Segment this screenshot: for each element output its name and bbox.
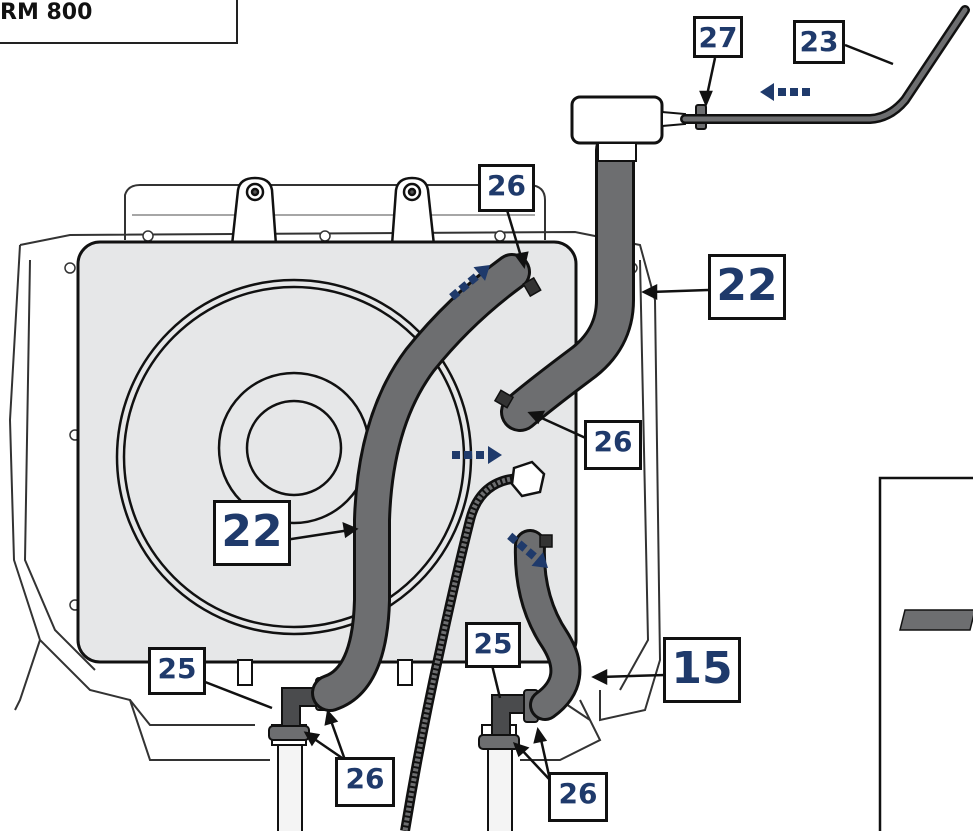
- callout-26-bottom-left: 26: [335, 757, 395, 807]
- flow-arrows: [449, 83, 810, 568]
- model-label-box: RM 800: [0, 0, 238, 44]
- flow-arrow-top: [760, 83, 810, 101]
- flow-arrow-lower: [507, 532, 548, 568]
- callout-15: 15: [663, 637, 741, 703]
- callout-22-left: 22: [213, 500, 291, 566]
- flow-arrow-middle: [452, 446, 502, 464]
- callout-26-bottom-right: 26: [548, 772, 608, 822]
- flow-arrow-upper-left: [449, 265, 490, 301]
- callout-27: 27: [693, 16, 743, 58]
- housing-frame: [8, 184, 662, 761]
- callout-26-top: 26: [478, 164, 535, 212]
- callout-26-mid: 26: [584, 420, 642, 470]
- callout-25-right: 25: [465, 622, 521, 668]
- callout-23: 23: [793, 20, 845, 64]
- feet: [237, 659, 413, 686]
- callout-25-left: 25: [148, 647, 206, 695]
- leader-lines: [199, 43, 894, 781]
- rear-panel: [76, 240, 578, 664]
- model-label: RM 800: [0, 0, 93, 25]
- callout-22-right: 22: [708, 254, 786, 320]
- hinge-lugs: [230, 176, 436, 247]
- adjacent-cabinet: [878, 476, 973, 835]
- inlet-nut: [510, 460, 546, 498]
- top-connector: [570, 95, 707, 162]
- hose-fittings: [493, 276, 553, 548]
